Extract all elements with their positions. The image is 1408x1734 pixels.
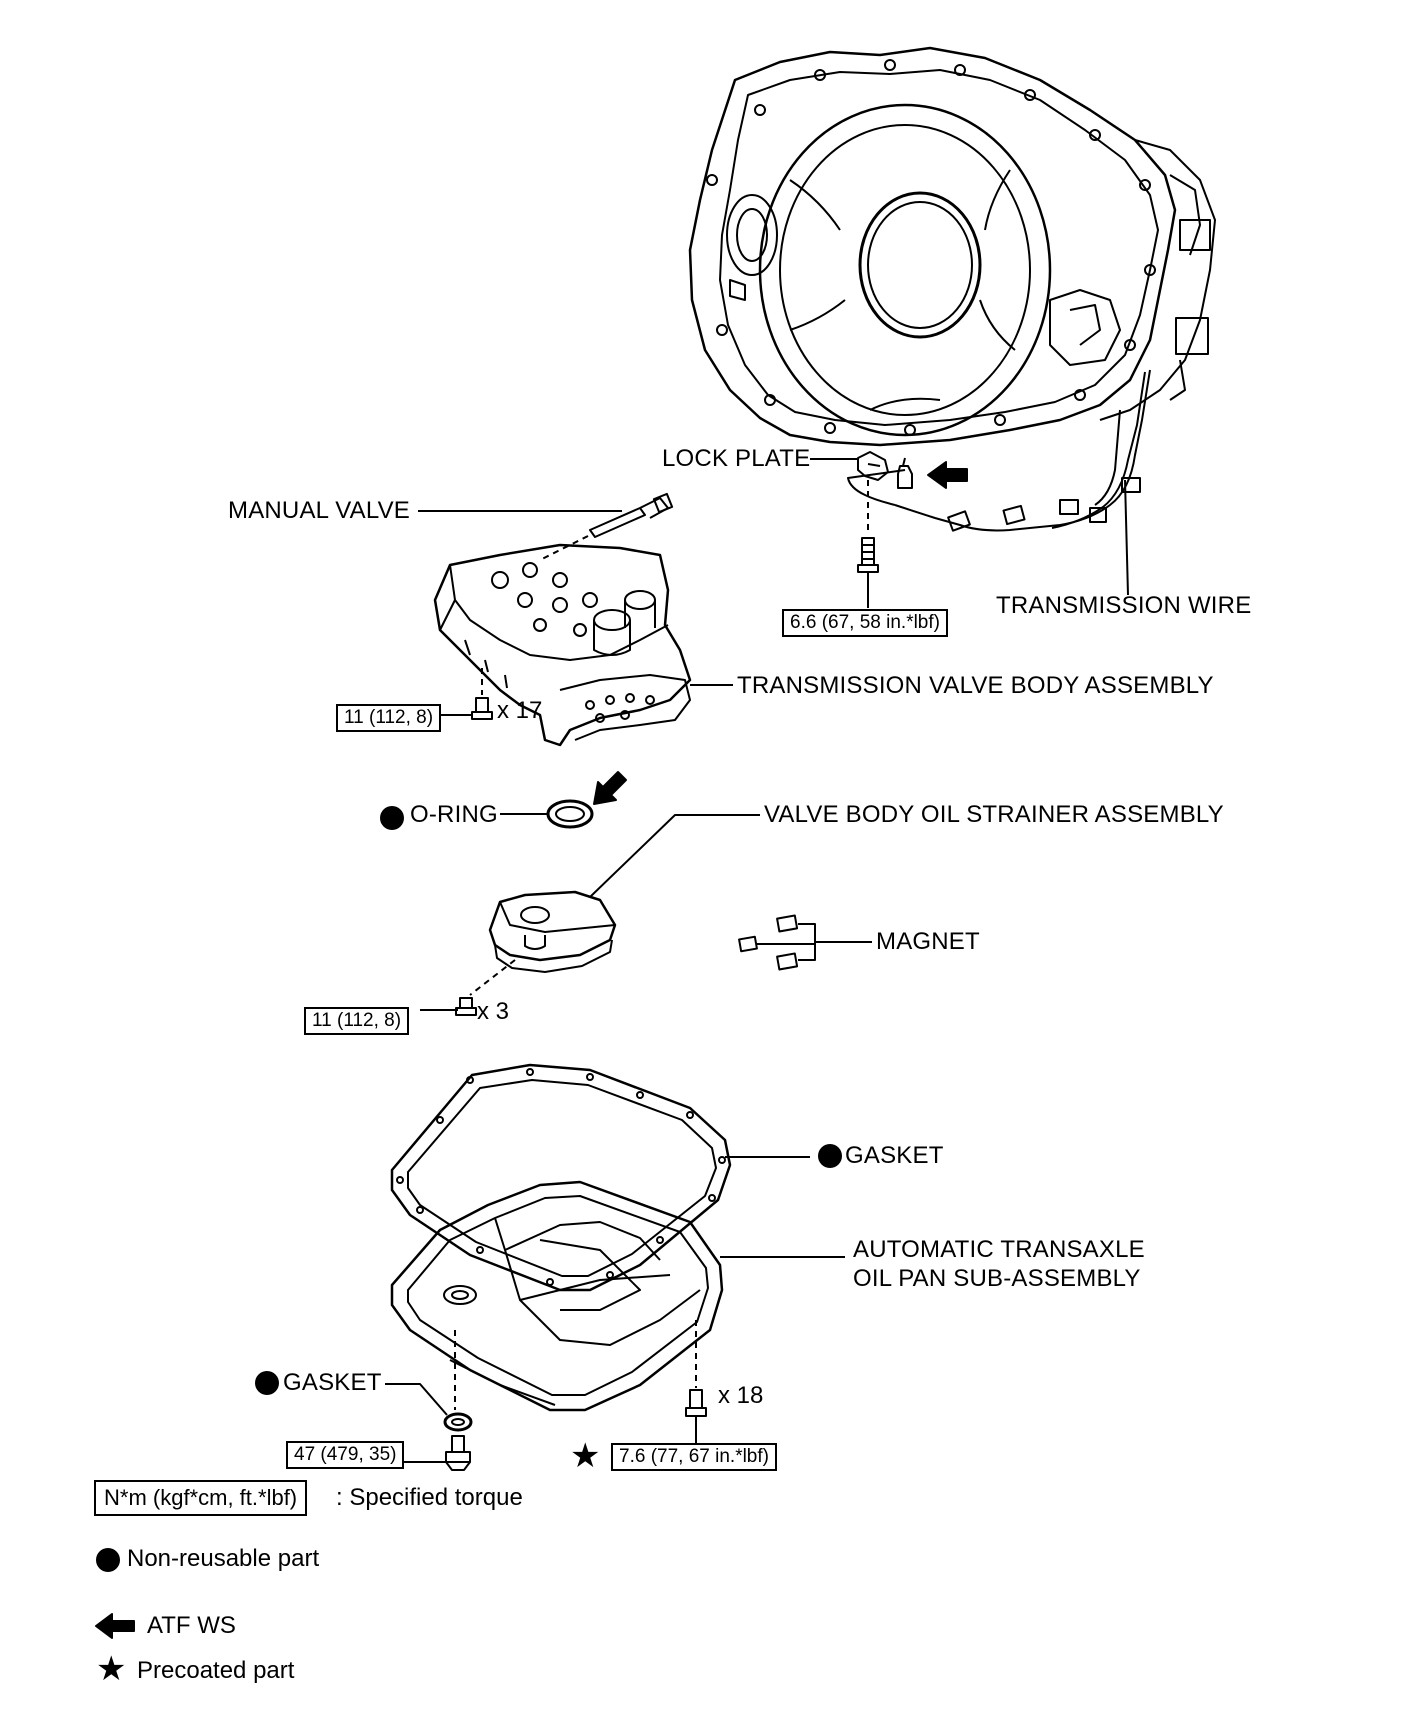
torque-strainer-bolts: 11 (112, 8): [304, 1007, 410, 1035]
lock-plate-bolt: [857, 537, 879, 573]
precoated-star-icon: ★: [570, 1436, 601, 1476]
legend-precoated-star-icon: ★: [96, 1649, 127, 1689]
legend-torque-box: N*m (kgf*cm, ft.*lbf): [94, 1480, 308, 1516]
non-reusable-icon-gasket-drain: [255, 1371, 279, 1395]
oil-pan: [390, 1180, 724, 1412]
torque-valve-body-bolts: 11 (112, 8): [336, 704, 442, 732]
label-transmission-wire: TRANSMISSION WIRE: [996, 592, 1252, 619]
atf-arrow-lock-plate: [927, 461, 968, 489]
legend-non-reusable-text: Non-reusable part: [127, 1545, 320, 1572]
atf-arrow-o-ring: [593, 771, 627, 805]
qty-pan-bolts: x 18: [718, 1382, 764, 1409]
strainer-bolt: [455, 997, 477, 1016]
label-magnet: MAGNET: [876, 928, 980, 955]
legend-torque-text: : Specified torque: [336, 1484, 523, 1511]
non-reusable-icon-o-ring: [380, 806, 404, 830]
label-gasket-drain: GASKET: [283, 1369, 382, 1396]
label-oil-pan-line1: AUTOMATIC TRANSAXLE: [853, 1236, 1145, 1263]
label-gasket-pan: GASKET: [845, 1142, 944, 1169]
magnets: [738, 914, 799, 971]
label-o-ring: O-RING: [410, 801, 498, 828]
transaxle-housing: [688, 46, 1216, 447]
legend-non-reusable-icon: [96, 1548, 120, 1572]
label-lock-plate: LOCK PLATE: [662, 445, 811, 472]
drain-gasket: [443, 1412, 473, 1432]
torque-drain-plug: 47 (479, 35): [286, 1441, 405, 1469]
valve-body: [433, 543, 692, 747]
label-strainer: VALVE BODY OIL STRAINER ASSEMBLY: [764, 801, 1224, 828]
legend-precoated-text: Precoated part: [137, 1657, 295, 1684]
label-valve-body: TRANSMISSION VALVE BODY ASSEMBLY: [737, 672, 1214, 699]
qty-valve-body-bolts: x 17: [497, 697, 543, 724]
drain-plug: [445, 1435, 471, 1471]
qty-strainer-bolts: x 3: [477, 998, 510, 1025]
non-reusable-icon-gasket-pan: [818, 1144, 842, 1168]
manual-valve: [589, 492, 674, 538]
torque-pan-bolts: 7.6 (77, 67 in.*lbf): [611, 1443, 777, 1471]
valve-body-bolt: [471, 697, 493, 720]
label-manual-valve: MANUAL VALVE: [228, 497, 411, 524]
legend-atf-arrow: [95, 1613, 135, 1639]
torque-lock-plate-bolt: 6.6 (67, 58 in.*lbf): [782, 609, 948, 637]
legend-atf-text: ATF WS: [147, 1612, 236, 1639]
oil-strainer: [488, 890, 617, 973]
o-ring: [546, 799, 594, 829]
pan-bolt: [685, 1389, 707, 1417]
lock-plate: [857, 451, 889, 481]
pan-gasket: [390, 1063, 732, 1292]
label-oil-pan-line2: OIL PAN SUB-ASSEMBLY: [853, 1265, 1141, 1292]
